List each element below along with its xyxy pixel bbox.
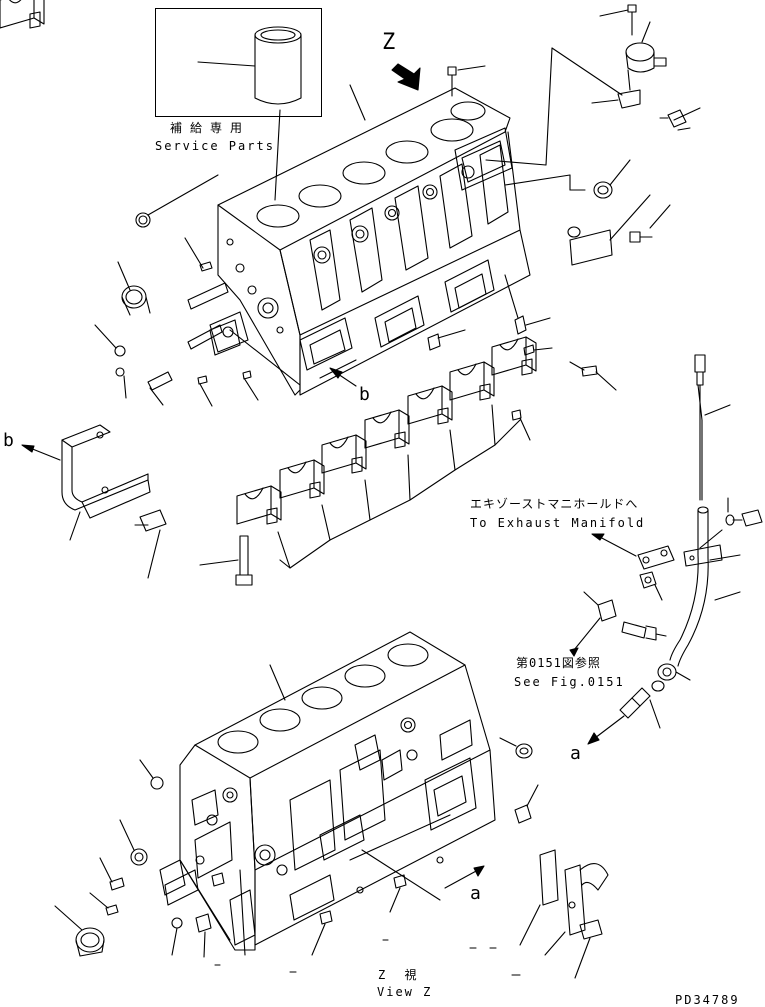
- view-arrow-label: Z: [382, 30, 396, 55]
- dipstick-assembly: [587, 354, 763, 745]
- exhaust-label-en: To Exhaust Manifold: [470, 516, 646, 530]
- sensor-assembly: [427, 4, 701, 351]
- ref-a-right: a: [570, 743, 581, 764]
- main-bearing-caps: [0, 0, 617, 586]
- exhaust-bracket: [569, 533, 675, 657]
- bracket-b: [21, 367, 357, 579]
- service-parts-box: [155, 8, 322, 117]
- ref-b-left: b: [3, 430, 14, 451]
- cylinder-liner: [197, 26, 302, 105]
- upper-small-parts: [94, 174, 259, 407]
- cylinder-block-lower: [159, 631, 496, 951]
- drawing-number: PD34789: [675, 993, 740, 1007]
- cylinder-block-upper: [209, 87, 531, 396]
- ref-a-lower: a: [470, 883, 481, 904]
- ref-b-upper: b: [359, 384, 370, 405]
- view-arrow-z: [391, 63, 421, 91]
- see-fig-label-jp: 第0151図参照: [516, 656, 601, 670]
- leader-liner: [274, 109, 281, 201]
- leader-block-top: [349, 84, 366, 121]
- view-z-label-en: View Z: [377, 985, 433, 999]
- service-parts-label-jp: 補給専用: [170, 121, 251, 135]
- see-fig-label-en: See Fig.0151: [514, 675, 625, 689]
- leader-block-lower: [269, 664, 286, 701]
- lower-small-parts: [54, 737, 609, 979]
- view-z-label-jp: Z 視: [378, 968, 423, 982]
- service-parts-label-en: Service Parts: [155, 139, 275, 153]
- exhaust-label-jp: エキゾーストマニホールドへ: [470, 497, 639, 511]
